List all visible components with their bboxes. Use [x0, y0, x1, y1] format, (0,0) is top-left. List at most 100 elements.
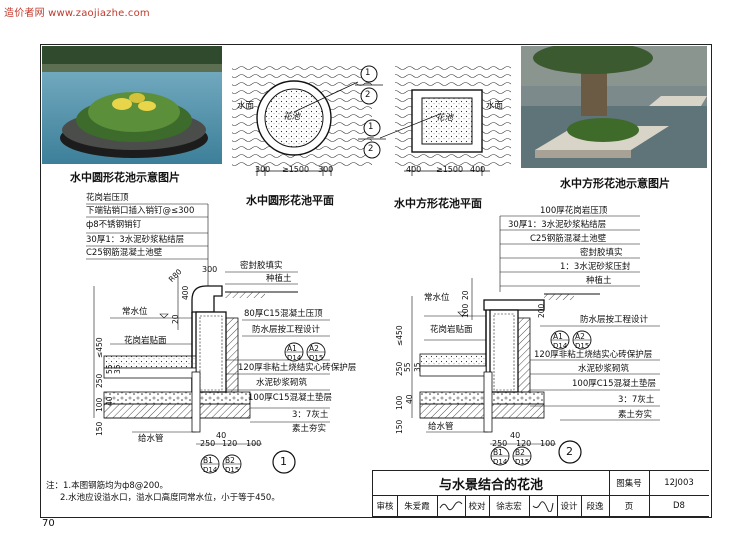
s2-right-note-3: 100厚C15混凝土垫层 — [572, 379, 656, 389]
s2-callout-b1-ref: D14 — [493, 458, 508, 466]
page-number: 70 — [42, 518, 55, 529]
s2-right-note-2: 水泥砂浆砌筑 — [578, 364, 630, 374]
s2-right-note-4: 3：7灰土 — [618, 395, 655, 405]
square-plan-pool-label: 花池 — [436, 113, 454, 123]
s2-dim-b-100: 100 — [540, 439, 556, 448]
s2-callout-a2-ref: D15 — [575, 342, 590, 350]
s1-dim-b-120: 120 — [222, 439, 238, 448]
s2-callout-a1-ref: D14 — [553, 342, 568, 350]
s2-water-level-label: 常水位 — [424, 293, 450, 303]
s1-top-note-0: 花岗岩压顶 — [86, 193, 129, 203]
s2-top-note-4: 1：3水泥砂浆压封 — [560, 262, 631, 272]
square-callout-bottom: 2 — [368, 144, 374, 154]
s1-dim-b-250: 250 — [200, 439, 216, 448]
drawing-title: 与水景结合的花池 — [373, 471, 610, 496]
s1-top-note-4: C25钢筋混凝土池壁 — [86, 248, 163, 258]
s2-dim-v-55: 55 — [403, 362, 412, 372]
s1-callout-a1: A1 — [287, 344, 297, 353]
s2-top-note-0: 100厚花岗岩压顶 — [540, 206, 608, 216]
square-callout-top: 1 — [368, 122, 374, 132]
atlas-value: 12J003 — [649, 471, 709, 496]
s1-dim-v-250: 250 — [95, 373, 104, 388]
round-callout-mid: — — [364, 79, 371, 87]
caption-square-photo: 水中方形花池示意图片 — [560, 177, 670, 190]
s1-right-note-7: 3：7灰土 — [292, 410, 329, 420]
s2-number: 2 — [566, 445, 573, 458]
s1-right-note-3: 防水层按工程设计 — [252, 325, 321, 335]
s1-callout-b2-ref: D15 — [225, 466, 240, 474]
watermark: 造价者网 www.zaojiazhe.com — [4, 8, 150, 19]
s2-dim-v-200: 200 — [537, 303, 546, 318]
s2-dim-v-100b: 100 — [395, 395, 404, 410]
s1-dim-v-40: 40 — [105, 396, 114, 406]
review-label: 审核 — [373, 495, 398, 517]
s2-top-note-2: C25钢筋混凝土池壁 — [530, 234, 607, 244]
s1-top-note-3: 30厚1：3水泥砂浆粘结层 — [86, 235, 185, 245]
s1-top-note-2: ф8不锈钢销钉 — [86, 220, 142, 230]
round-dim-2: 300 — [318, 165, 334, 174]
plan-square — [358, 62, 511, 176]
check-label: 校对 — [465, 495, 490, 517]
s1-pipe-label: 给水管 — [138, 434, 164, 444]
page-label: 页 — [609, 495, 650, 517]
s1-water-level-label: 常水位 — [122, 307, 148, 317]
s1-dim-b-40: 40 — [216, 431, 227, 440]
s1-dim-v-450: ≤450 — [95, 337, 104, 358]
s1-dim-v-35: 35 — [113, 364, 122, 374]
s2-right-note-0: 防水层按工程设计 — [580, 315, 649, 325]
square-plan-title: 水中方形花池平面 — [394, 197, 482, 210]
s1-callout-b2: B2 — [225, 456, 235, 465]
photo-round-planter — [42, 46, 222, 164]
s1-callout-a2: A2 — [309, 344, 319, 353]
s1-top-note-1: 下端钻销口插入销钉@≤300 — [86, 206, 195, 216]
s2-pipe-label: 给水管 — [428, 422, 454, 432]
s2-top-note-3: 密封胶填实 — [580, 248, 623, 258]
caption-round-photo: 水中圆形花池示意图片 — [70, 171, 180, 184]
s1-number: 1 — [280, 455, 287, 468]
atlas-label: 图集号 — [609, 471, 650, 496]
round-callout-bottom: 2 — [365, 90, 371, 100]
s2-dim-v-150: 150 — [395, 419, 404, 434]
s1-callout-b1: B1 — [203, 456, 213, 465]
s2-dim-v-40: 40 — [405, 394, 414, 404]
s1-callout-a1-ref: D14 — [287, 354, 302, 362]
s2-dim-b-250: 250 — [492, 439, 508, 448]
photo-square-planter — [521, 46, 707, 168]
s2-right-note-1: 120厚非粘土烧结实心砖保护层 — [534, 350, 653, 360]
s2-dim-v-35: 35 — [413, 362, 422, 372]
section-2 — [411, 215, 660, 466]
design-name: 段逸 — [581, 495, 610, 517]
s2-callout-a2: A2 — [575, 332, 585, 341]
s2-top-note-1: 30厚1：3水泥砂浆粘结层 — [508, 220, 607, 230]
round-plan-water-label: 水面 — [237, 101, 255, 111]
s1-right-note-5: 水泥砂浆砌筑 — [256, 378, 308, 388]
s2-dim-b-40: 40 — [510, 431, 521, 440]
square-plan-water-label: 水面 — [486, 101, 504, 111]
s2-dim-v-20: 20 — [461, 290, 470, 300]
s1-right-note-8: 素土夯实 — [292, 424, 327, 434]
check-name: 徐志宏 — [489, 495, 530, 517]
s2-callout-b2: B2 — [515, 448, 525, 457]
section-1 — [86, 203, 330, 474]
square-dim-1: ≥1500 — [436, 165, 464, 174]
s2-right-note-5: 素土夯实 — [618, 410, 653, 420]
round-plan-pool-label: 花池 — [283, 112, 301, 122]
s2-top-note-5: 种植土 — [586, 276, 612, 286]
round-plan-title: 水中圆形花池平面 — [246, 194, 334, 207]
s1-dim-v-150: 150 — [95, 421, 104, 436]
review-name: 朱爱霞 — [397, 495, 438, 517]
round-dim-0: 300 — [255, 165, 271, 174]
square-callout-mid: — — [367, 133, 374, 141]
round-dim-1: ≥1500 — [282, 165, 310, 174]
s2-callout-b1: B1 — [493, 448, 503, 457]
s1-top-width: 300 — [202, 265, 218, 274]
s1-right-note-4: 120厚非粘土烧结实心砖保护层 — [238, 363, 357, 373]
s2-callout-b2-ref: D15 — [515, 458, 530, 466]
s1-right-note-2: 80厚C15混凝土压顶 — [244, 309, 323, 319]
s1-right-note-0: 密封胶填实 — [240, 261, 283, 271]
s1-callout-a2-ref: D15 — [309, 354, 324, 362]
s2-dim-b-120: 120 — [516, 439, 532, 448]
square-dim-2: 400 — [470, 165, 486, 174]
note-line-1: 注：1.本图钢筋均为ф8@200。 — [46, 481, 169, 491]
